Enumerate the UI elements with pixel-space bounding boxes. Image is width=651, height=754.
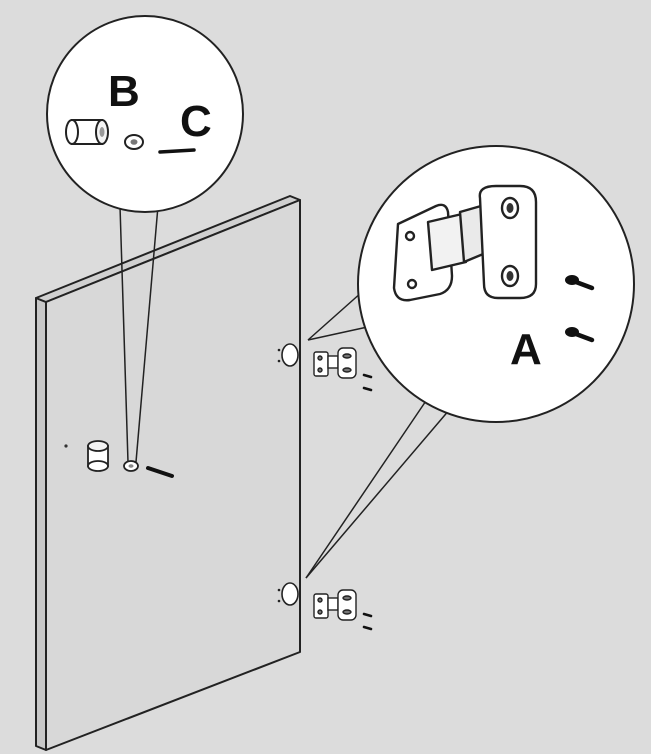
door-hole-dot [64,444,68,448]
detail-washer-icon [124,134,144,150]
lower-hinge-screw-1 [362,612,373,618]
upper-hinge-screw-1 [362,373,373,379]
upper-hinge-screw-2 [362,386,373,392]
upper-hinge-cup-hole [281,343,299,367]
detail-cylinder-icon [65,119,109,145]
knob-screw-icon [146,466,174,478]
hinge-mounting-plate [478,184,538,300]
upper-hinge-icon [313,347,357,379]
lower-hinge-screw-2 [362,625,373,631]
upper-hinge-assembly [277,343,373,392]
label-a: A [510,325,542,374]
detail-hinge-icon [392,184,538,302]
detail-screw-icon [158,148,196,154]
knob-assembly [87,440,174,478]
detail-screw-a1-icon [565,275,595,291]
label-c: C [180,97,212,146]
label-b: B [108,67,140,116]
door-panel-edge [35,297,47,751]
lower-hinge-cup-hole [281,582,299,606]
callout-lines-hinges [305,291,457,579]
knob-cylinder-icon [87,440,109,472]
lower-hinge-icon [313,589,357,621]
lower-hinge-assembly [277,582,373,631]
detail-screw-a2-icon [565,327,595,343]
hinge-detail-callout: A [357,145,635,423]
knob-detail-callout: B C [46,15,244,213]
knob-washer-icon [123,460,139,472]
callout-lines-knob [119,205,159,463]
